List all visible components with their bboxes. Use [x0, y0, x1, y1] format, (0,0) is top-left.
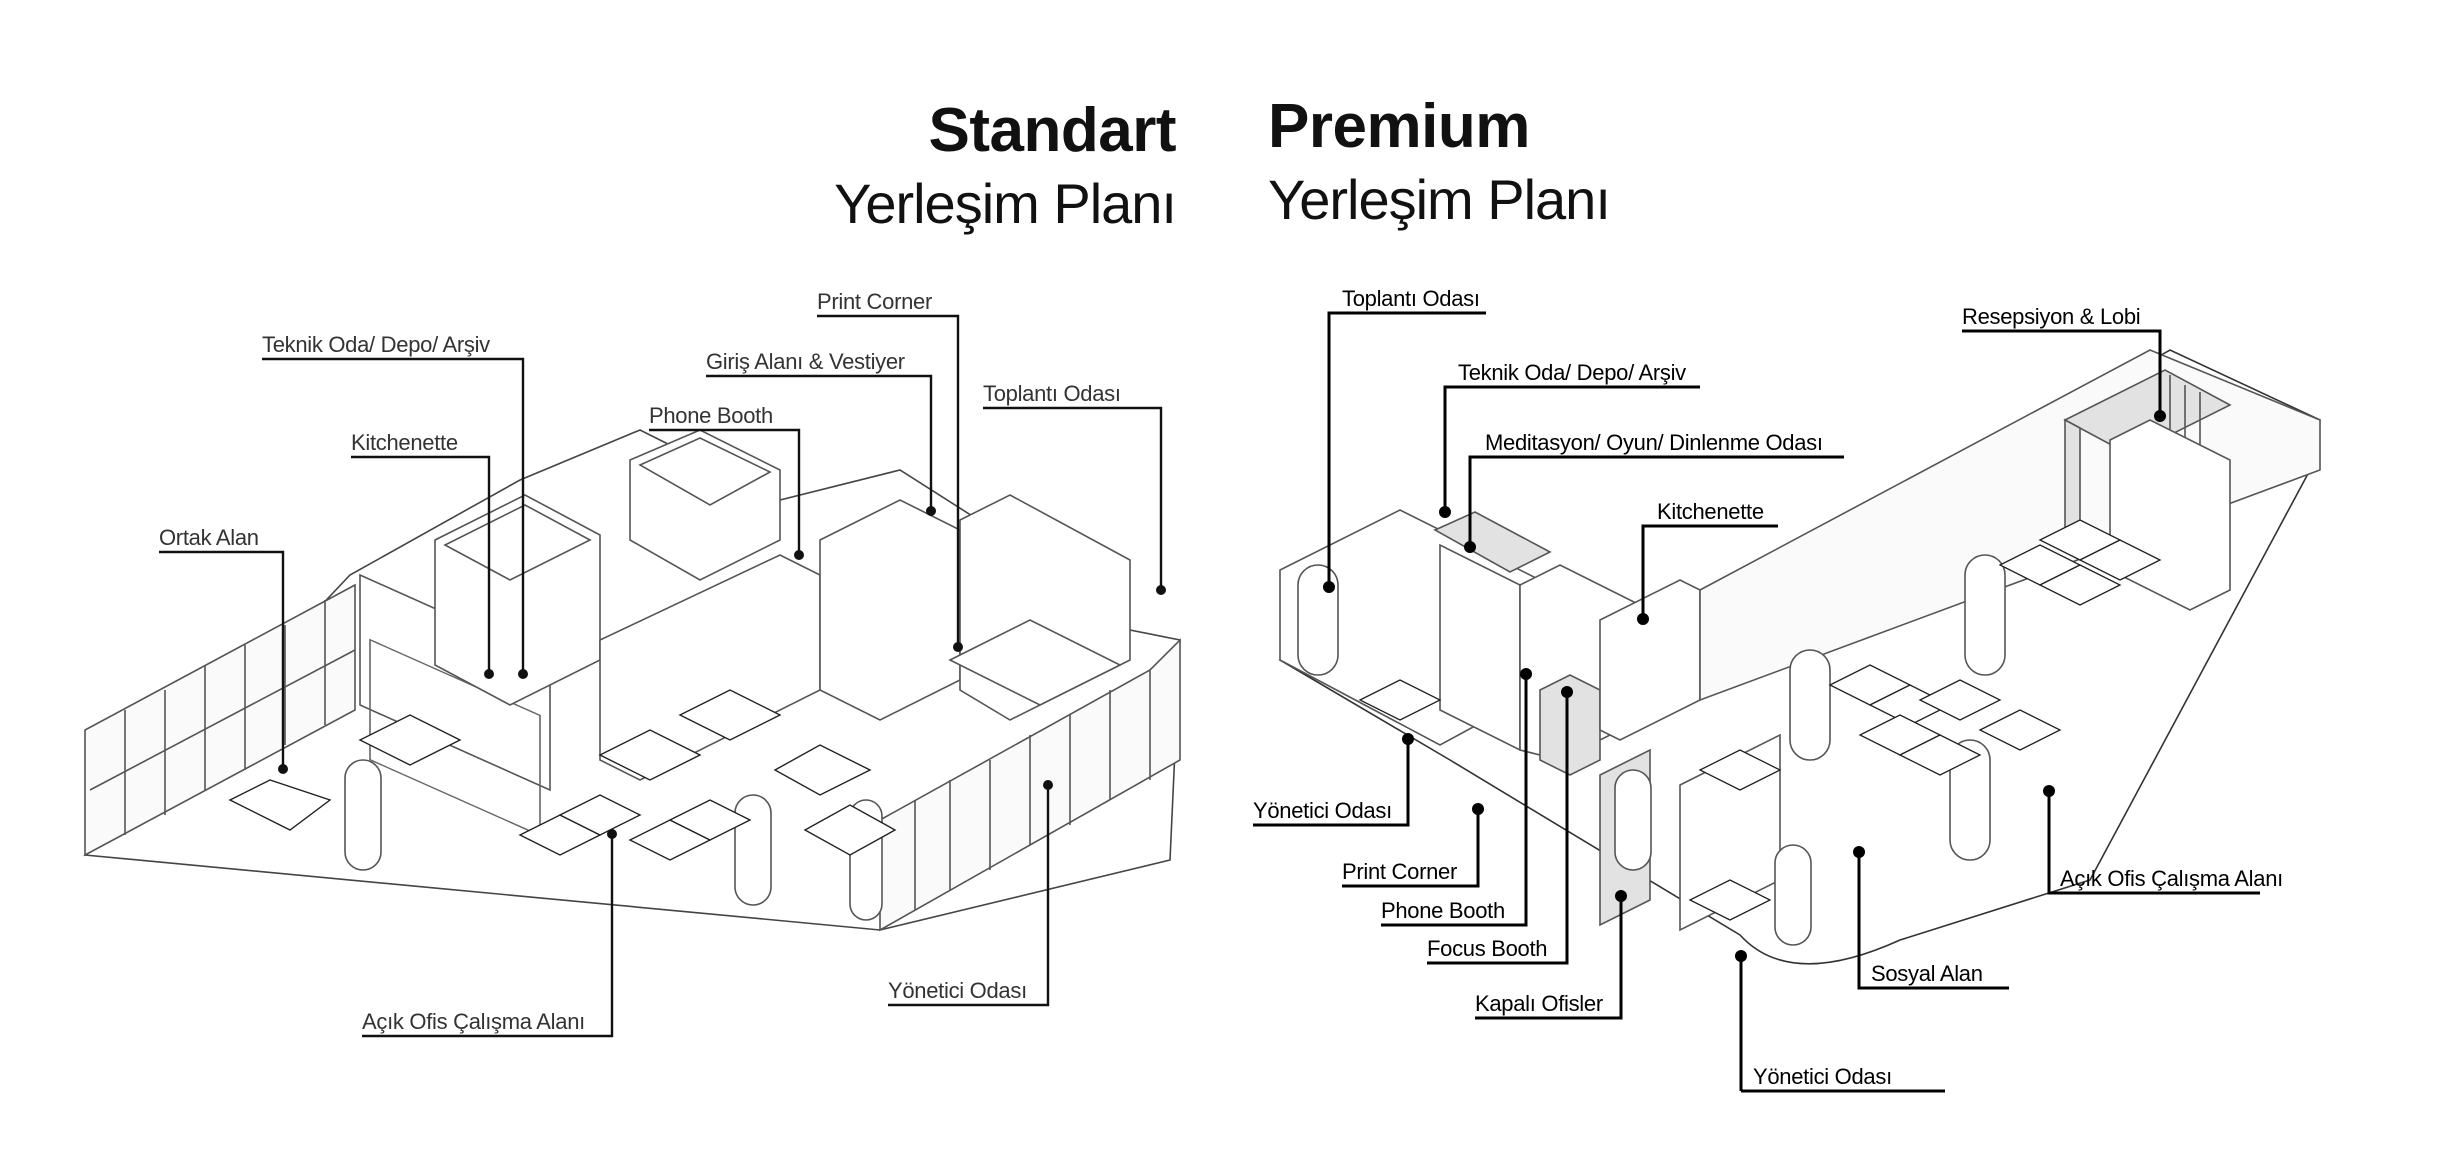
premium-label-kitchenette: Kitchenette — [1657, 499, 1764, 524]
premium-label-kapali-ofisler: Kapalı Ofisler — [1475, 991, 1603, 1016]
standart-subtitle: Yerleşim Planı — [834, 172, 1177, 235]
premium-leader-dots — [1323, 410, 2166, 962]
premium-label-sosyal-alan: Sosyal Alan — [1871, 961, 1983, 986]
premium-floorplan — [1278, 349, 2321, 965]
standart-label-print-corner: Print Corner — [817, 289, 932, 314]
standart-label-kitchenette: Kitchenette — [351, 430, 458, 455]
premium-title-block: Premium Yerleşim Planı — [1268, 92, 1611, 231]
premium-label-print-corner: Print Corner — [1342, 859, 1457, 884]
premium-leaders — [1253, 311, 2260, 1093]
standart-label-acik-ofis: Açık Ofis Çalışma Alanı — [362, 1009, 585, 1034]
standart-leaders — [159, 314, 1163, 1038]
premium-label-phone-booth: Phone Booth — [1381, 898, 1505, 923]
premium-label-yonetici-odasi-left: Yönetici Odası — [1253, 798, 1392, 823]
premium-label-toplanti-odasi: Toplantı Odası — [1342, 286, 1480, 311]
premium-label-focus-booth: Focus Booth — [1427, 936, 1548, 961]
standart-title: Standart — [928, 96, 1177, 165]
standart-label-toplanti-odasi: Toplantı Odası — [983, 381, 1121, 406]
premium-subtitle: Yerleşim Planı — [1268, 168, 1611, 231]
standart-label-ortak-alan: Ortak Alan — [159, 525, 259, 550]
standart-label-giris-alani: Giriş Alanı & Vestiyer — [706, 349, 905, 374]
standart-label-teknik-oda: Teknik Oda/ Depo/ Arşiv — [262, 332, 490, 357]
premium-title: Premium — [1268, 92, 1530, 161]
premium-label-teknik-oda: Teknik Oda/ Depo/ Arşiv — [1458, 360, 1686, 385]
standart-label-phone-booth: Phone Booth — [649, 403, 773, 428]
standart-label-yonetici-odasi: Yönetici Odası — [888, 978, 1027, 1003]
standart-leader-dots — [278, 506, 1166, 839]
premium-label-resepsiyon-lobi: Resepsiyon & Lobi — [1962, 304, 2141, 329]
standart-title-block: Standart Yerleşim Planı — [834, 96, 1177, 235]
standart-floorplan — [83, 429, 1181, 932]
premium-label-meditasyon-odasi: Meditasyon/ Oyun/ Dinlenme Odası — [1485, 430, 1823, 455]
premium-label-acik-ofis: Açık Ofis Çalışma Alanı — [2060, 866, 2283, 891]
premium-label-yonetici-odasi-bottom: Yönetici Odası — [1753, 1064, 1892, 1089]
